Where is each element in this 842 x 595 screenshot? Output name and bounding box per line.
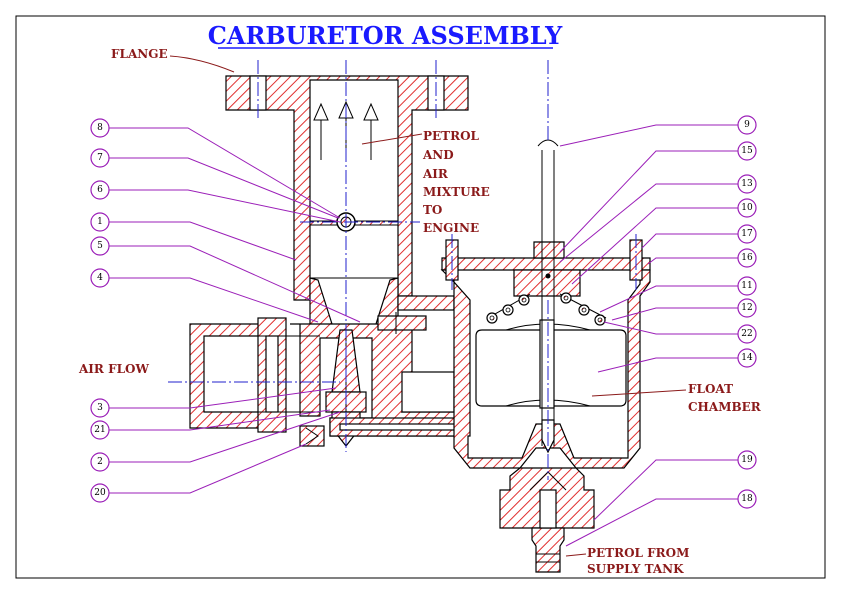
fuel-passage	[299, 417, 467, 447]
svg-text:15: 15	[741, 146, 753, 156]
drawing-frame	[15, 15, 826, 579]
svg-text:16: 16	[741, 253, 753, 263]
label-float-chamber: FLOAT CHAMBER	[688, 382, 762, 414]
part-callout-9: 9	[559, 115, 757, 147]
svg-text:ENGINE: ENGINE	[423, 221, 479, 235]
svg-text:7: 7	[97, 153, 103, 163]
svg-text:9: 9	[744, 120, 750, 130]
svg-text:CHAMBER: CHAMBER	[688, 400, 762, 414]
svg-text:SUPPLY TANK: SUPPLY TANK	[587, 562, 684, 576]
svg-text:AIR: AIR	[422, 167, 449, 181]
part-callout-13: 13	[559, 174, 757, 263]
part-callout-21: 21	[90, 409, 331, 440]
svg-text:20: 20	[94, 488, 106, 498]
needle-valve	[537, 139, 559, 454]
part-callout-1: 1	[90, 212, 297, 261]
float	[475, 319, 627, 409]
part-callout-7: 7	[90, 148, 339, 219]
svg-text:19: 19	[741, 455, 753, 465]
leader-supply-tank	[565, 553, 587, 557]
svg-text:10: 10	[741, 203, 753, 213]
part-callout-17: 17	[641, 224, 757, 249]
flange-and-mixing-tube	[225, 75, 469, 301]
svg-text:FLOAT: FLOAT	[688, 382, 733, 396]
part-callout-12: 12	[611, 298, 757, 321]
label-air-flow: AIR FLOW	[78, 362, 149, 376]
balance-weights	[486, 292, 607, 326]
svg-text:13: 13	[741, 179, 753, 189]
main-body-casting	[189, 312, 457, 437]
part-callout-5: 5	[90, 236, 361, 323]
svg-text:22: 22	[741, 329, 752, 339]
svg-text:4: 4	[97, 273, 103, 283]
part-callout-11: 11	[599, 276, 757, 313]
svg-text:MIXTURE: MIXTURE	[423, 185, 490, 199]
leader-flange	[169, 55, 235, 73]
svg-text:5: 5	[97, 241, 103, 251]
part-callout-14: 14	[597, 348, 757, 373]
svg-text:PETROL FROM: PETROL FROM	[587, 546, 689, 560]
svg-text:8: 8	[97, 123, 103, 133]
page-title: CARBURETOR ASSEMBLY	[208, 21, 563, 50]
part-callout-3: 3	[90, 387, 337, 418]
part-callout-22: 22	[603, 321, 757, 344]
leader-mixture	[361, 133, 423, 145]
part-callout-18: 18	[565, 489, 757, 547]
part-callout-4: 4	[90, 268, 319, 323]
part-callout-6: 6	[90, 180, 341, 223]
connecting-tube	[397, 295, 455, 413]
svg-text:TO: TO	[423, 203, 442, 217]
svg-text:12: 12	[741, 303, 752, 313]
svg-text:11: 11	[741, 281, 752, 291]
part-callout-19: 19	[593, 450, 757, 521]
part-callout-2: 2	[90, 411, 341, 472]
label-supply-tank: PETROL FROM SUPPLY TANK	[587, 546, 689, 576]
svg-text:14: 14	[741, 353, 753, 363]
part-callout-8: 8	[90, 118, 341, 219]
part-callout-20: 20	[90, 443, 307, 503]
svg-text:AND: AND	[422, 148, 454, 162]
label-mixture: PETROL AND AIR MIXTURE TO ENGINE	[422, 129, 490, 235]
part-callout-16: 16	[647, 248, 757, 268]
label-flange: FLANGE	[111, 47, 168, 61]
leader-float-chamber	[591, 389, 687, 397]
svg-text:2: 2	[97, 457, 103, 467]
svg-text:6: 6	[97, 185, 103, 195]
centre-lines	[168, 60, 637, 480]
svg-text:21: 21	[94, 425, 105, 435]
svg-text:PETROL: PETROL	[423, 129, 480, 143]
svg-text:18: 18	[741, 494, 753, 504]
svg-text:17: 17	[741, 229, 753, 239]
part-callout-15: 15	[559, 141, 757, 253]
svg-text:3: 3	[97, 403, 103, 413]
fuel-inlet-union	[499, 467, 595, 573]
svg-text:1: 1	[97, 217, 103, 227]
part-callout-10: 10	[571, 198, 757, 285]
